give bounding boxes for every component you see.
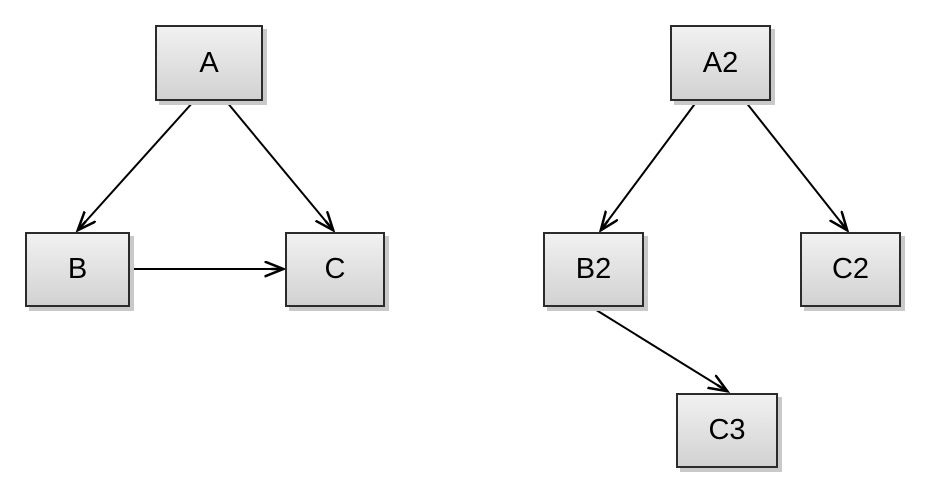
node-b2[interactable]: B2 (543, 232, 644, 307)
node-label-a: A (199, 46, 219, 79)
edge-a-to-c (225, 100, 333, 230)
node-label-b2: B2 (575, 253, 612, 285)
node-a2[interactable]: A2 (670, 25, 771, 101)
edges-group (78, 100, 847, 391)
node-label-c2: C2 (831, 253, 870, 285)
node-c2[interactable]: C2 (800, 232, 901, 307)
node-b[interactable]: B (25, 232, 130, 307)
node-label-a2: A2 (702, 46, 739, 79)
node-label-b: B (67, 253, 88, 285)
node-c[interactable]: C (285, 232, 385, 307)
edge-a2-to-b2 (601, 100, 698, 230)
edge-a2-to-c2 (744, 100, 847, 230)
node-label-c: C (324, 253, 346, 285)
edge-a-to-b (78, 100, 195, 230)
node-c3[interactable]: C3 (676, 393, 778, 468)
edge-b2-to-c3 (592, 307, 727, 391)
node-a[interactable]: A (155, 25, 263, 101)
node-label-c3: C3 (708, 414, 746, 446)
